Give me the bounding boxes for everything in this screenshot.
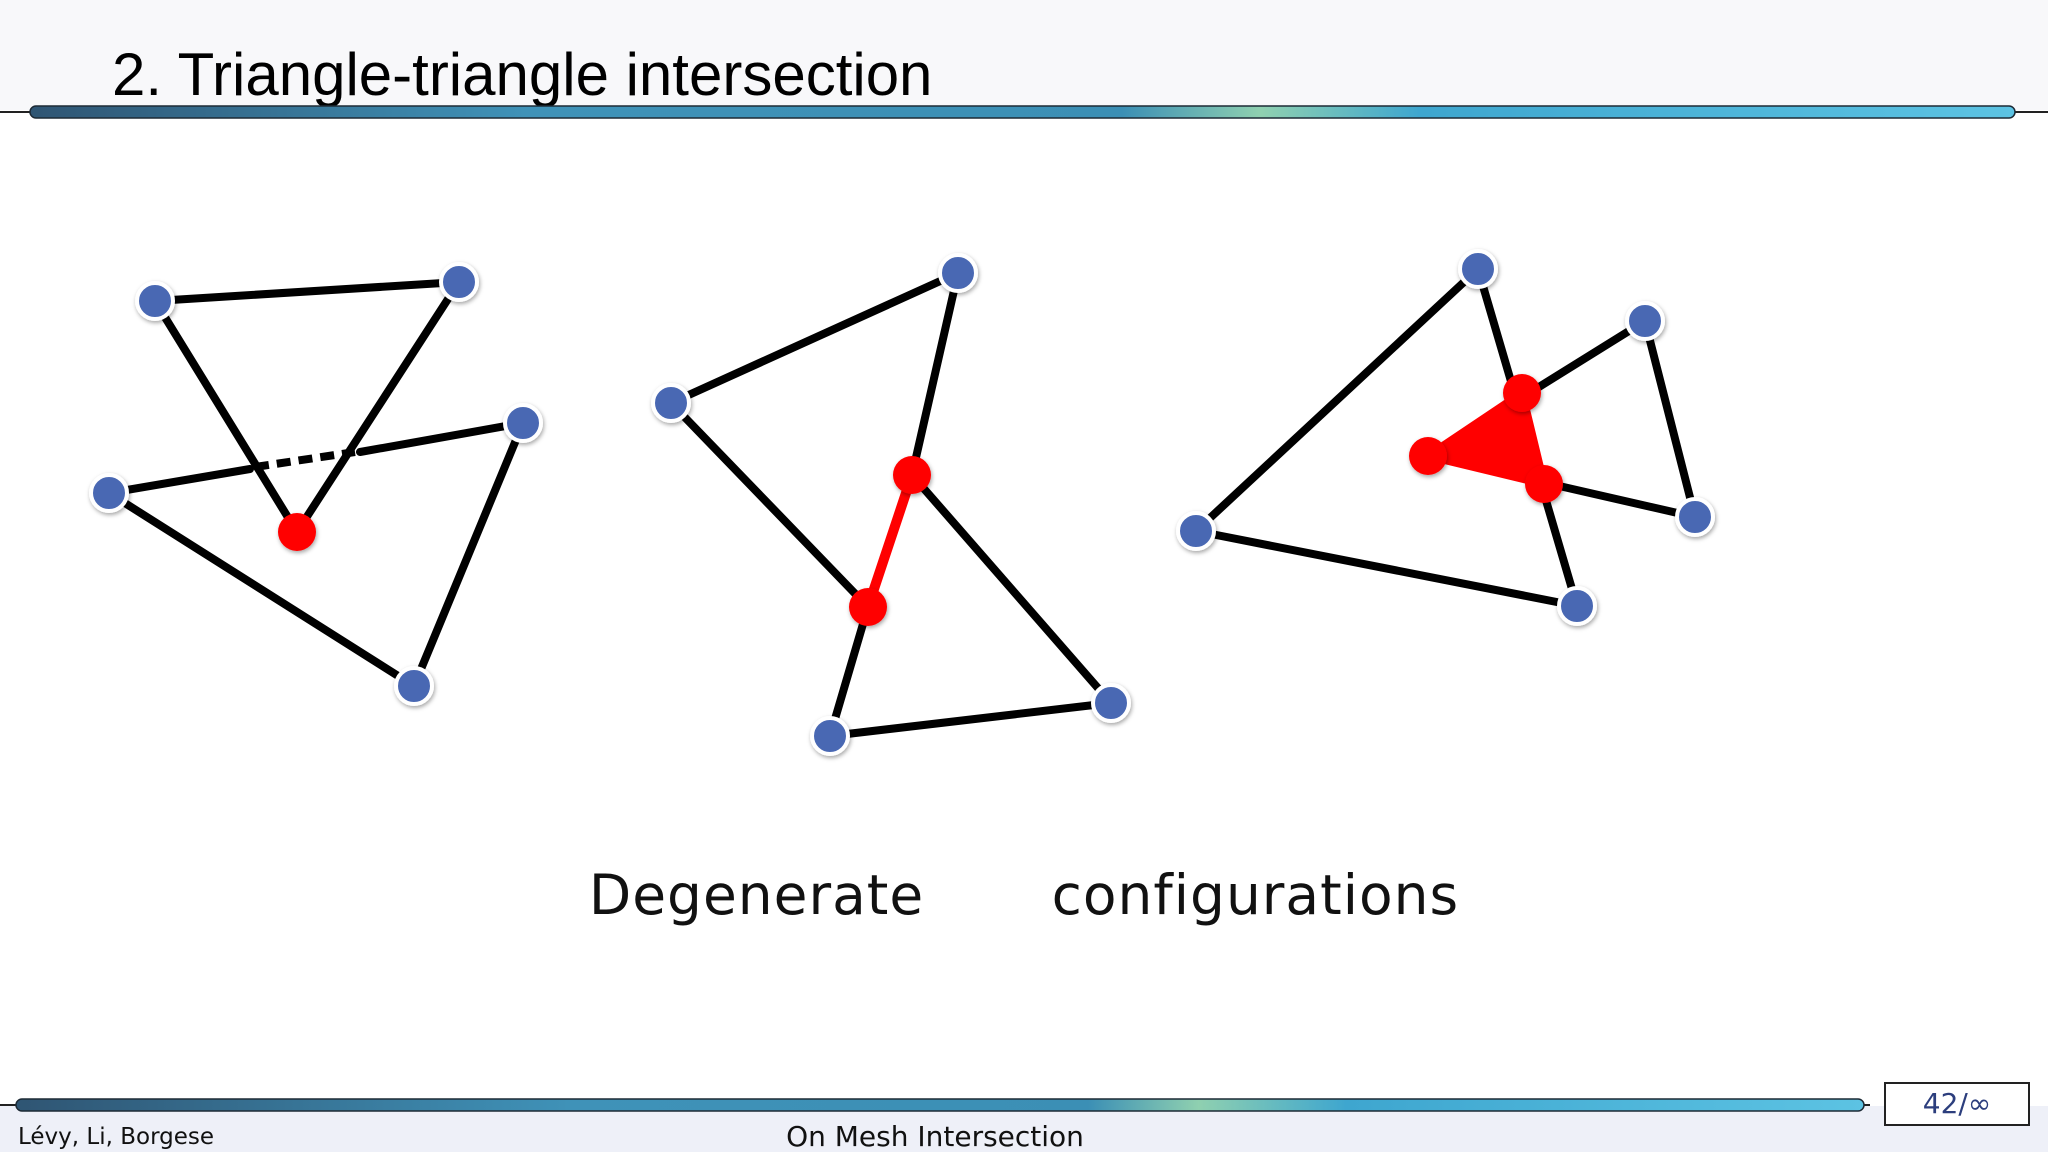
config-edge-on-edge: [651, 253, 1131, 756]
edge: [826, 603, 872, 740]
vertex: [938, 253, 978, 293]
config2-edges: [667, 269, 1115, 740]
vertex: [1176, 511, 1216, 551]
intersection-point: [278, 513, 316, 551]
vertex: [1458, 249, 1498, 289]
config1-vertices: [89, 262, 543, 706]
vertex: [810, 716, 850, 756]
page-number: 42/∞: [1884, 1082, 2030, 1126]
slide-title: 2. Triangle-triangle intersection: [112, 41, 933, 108]
edge: [908, 269, 962, 479]
intersection-segment: [863, 470, 917, 612]
intersection-point: [1409, 437, 1447, 475]
edge: [356, 419, 527, 456]
edge: [667, 399, 872, 611]
edge: [105, 465, 254, 497]
vertex: [1557, 586, 1597, 626]
title-rule: [0, 105, 2048, 119]
header-band: [0, 0, 2048, 110]
vertex: [651, 383, 691, 423]
edge: [151, 278, 463, 305]
config2-intersections: [849, 456, 931, 626]
config2-vertices: [651, 253, 1131, 756]
config3-intersections: [1409, 374, 1563, 503]
edge: [151, 297, 301, 536]
edge: [908, 471, 1115, 707]
config3-vertices: [1176, 249, 1715, 626]
vertex: [439, 262, 479, 302]
vertex: [394, 666, 434, 706]
vertex: [135, 281, 175, 321]
slide-caption: Degenerate configurations: [588, 863, 1460, 927]
vertex: [1625, 301, 1665, 341]
edge: [826, 699, 1115, 740]
edge: [1192, 527, 1581, 610]
intersection-point: [849, 588, 887, 626]
footer-authors: Lévy, Li, Borgese: [18, 1124, 215, 1150]
footer-band: [0, 1106, 2048, 1152]
config1-edges: [105, 278, 527, 690]
edge: [105, 489, 418, 690]
edge: [1192, 265, 1482, 535]
edge: [667, 269, 962, 407]
vertex: [503, 403, 543, 443]
config-coplanar-overlap: [1176, 249, 1715, 626]
edge-hidden-segment: [254, 448, 356, 471]
config3-edges: [1192, 265, 1699, 610]
vertex: [89, 473, 129, 513]
footer-rule: [0, 1098, 1870, 1112]
edge: [293, 278, 463, 536]
intersection-point: [893, 456, 931, 494]
config-vertex-on-face: [89, 262, 543, 706]
vertex: [1675, 497, 1715, 537]
intersection-point: [1503, 374, 1541, 412]
vertex: [1091, 683, 1131, 723]
intersection-point: [1525, 465, 1563, 503]
intersection-region: [1424, 389, 1548, 488]
edge: [410, 419, 527, 690]
footer-talk-title: On Mesh Intersection: [786, 1120, 1084, 1153]
edge: [1641, 317, 1699, 521]
